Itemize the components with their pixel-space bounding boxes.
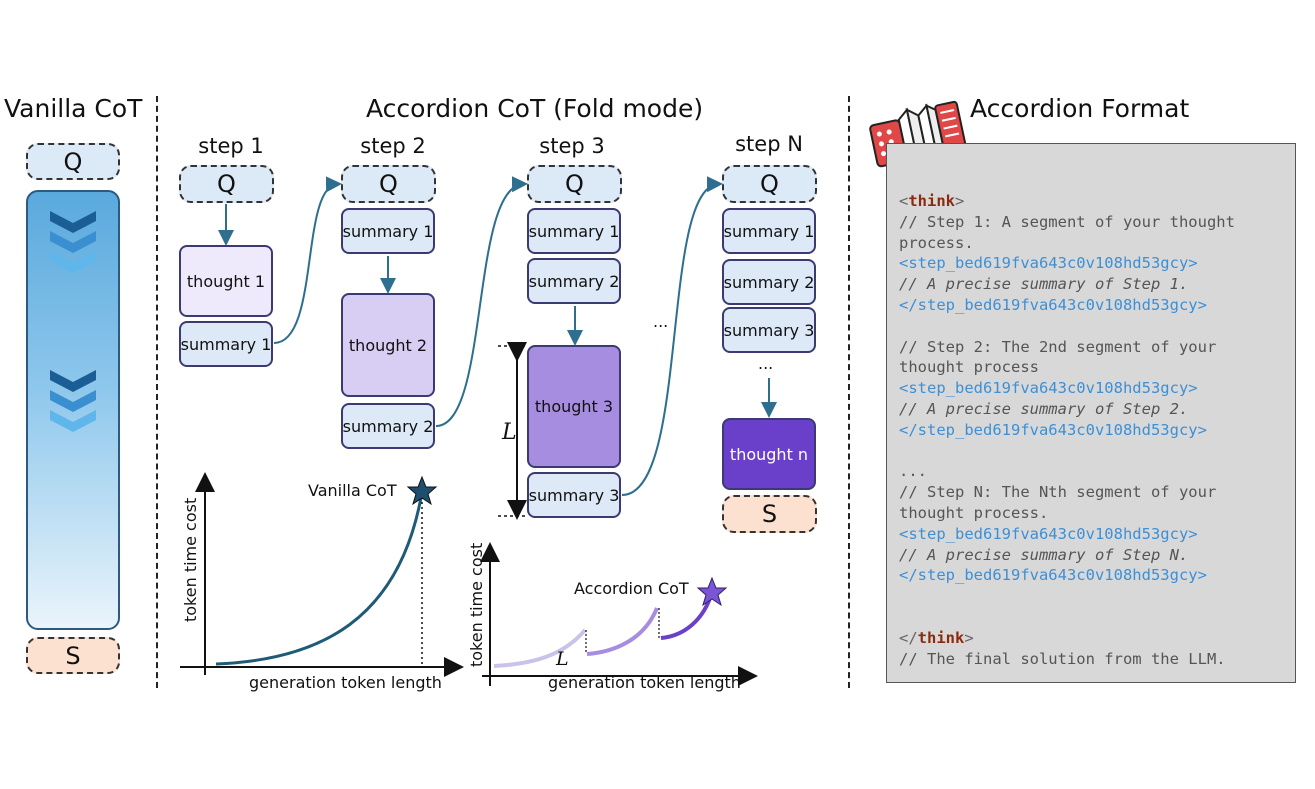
steps-ellipsis: ...	[653, 312, 669, 331]
vanilla-chart-xlabel: generation token length	[249, 673, 442, 692]
code-line-stepn-a: // Step N: The Nth segment of your	[899, 483, 1217, 502]
step3-summary2-box: summary 2	[527, 258, 621, 304]
code-line-step2-summary: // A precise summary of Step 2.	[899, 399, 1189, 418]
vanilla-chart-ylabel: token time cost	[181, 497, 200, 622]
accordion-star-icon	[696, 576, 728, 607]
stepn-summary2-box: summary 2	[722, 259, 816, 305]
code-line-step1-summary: // A precise summary of Step 1.	[899, 275, 1189, 294]
vanilla-cost-curve	[215, 491, 424, 666]
code-line-blank-1	[899, 316, 1295, 337]
code-line-think-close: </think>	[899, 628, 974, 647]
step2-q-box: Q	[341, 165, 436, 203]
code-line-step2-tag-open: <step_bed619fva643c0v108hd53gcy>	[899, 379, 1198, 398]
step-1-label: step 1	[198, 134, 264, 158]
code-line-step2-tag-close: </step_bed619fva643c0v108hd53gcy>	[899, 420, 1207, 439]
step3-thought-box: thought 3	[527, 345, 621, 468]
step1-summary-box: summary 1	[179, 321, 273, 367]
accordion-chart-segment-label: L	[556, 648, 569, 670]
code-line-blank-3	[899, 586, 1295, 607]
code-line-step1-tag-open: <step_bed619fva643c0v108hd53gcy>	[899, 254, 1198, 273]
curve-step2-to-step3	[435, 176, 528, 427]
vanilla-cost-chart	[180, 472, 464, 677]
code-line-dots: ...	[899, 462, 927, 481]
code-line-final: // The final solution from the LLM.	[899, 649, 1226, 668]
accordion-chart-annotation: Accordion CoT	[574, 579, 689, 598]
separator-right	[848, 96, 850, 688]
step2-thought-box: thought 2	[341, 293, 435, 397]
stepn-summary3-box: summary 3	[722, 307, 816, 353]
vanilla-star-icon	[406, 475, 438, 506]
code-line-stepn-tag-open: <step_bed619fva643c0v108hd53gcy>	[899, 524, 1198, 543]
accordion-cost-chart	[480, 542, 758, 686]
code-line-stepn-summary: // A precise summary of Step N.	[899, 545, 1189, 564]
code-line-stepn-b: thought process.	[899, 503, 1049, 522]
curve-step3-to-stepn	[621, 176, 723, 496]
stepn-ellipsis: ...	[758, 354, 774, 373]
separator-left	[156, 96, 158, 688]
step1-q-box: Q	[179, 165, 274, 203]
step3-summary3-box: summary 3	[527, 472, 621, 518]
step2-summary2-box: summary 2	[341, 403, 435, 449]
stepn-summary1-box: summary 1	[722, 208, 816, 254]
vanilla-chevrons-bottom-icon	[50, 370, 96, 432]
vanilla-chart-annotation: Vanilla CoT	[308, 481, 397, 500]
accordion-chart-xlabel: generation token length	[548, 673, 741, 692]
accordion-format-code-panel: <think> // Step 1: A segment of your tho…	[886, 143, 1296, 683]
code-line-step2-b: thought process	[899, 358, 1039, 377]
stepn-q-box: Q	[722, 165, 817, 203]
code-line-stepn-tag-close: </step_bed619fva643c0v108hd53gcy>	[899, 566, 1207, 585]
code-line-blank-2	[899, 441, 1295, 462]
code-line-blank-4	[899, 607, 1295, 628]
step-n-label: step N	[735, 132, 803, 156]
vanilla-chevrons-top-icon	[50, 211, 96, 273]
step3-summary1-box: summary 1	[527, 208, 621, 254]
step-3-label: step 3	[539, 134, 605, 158]
stepn-s-box: S	[722, 495, 817, 533]
accordion-segment-2	[586, 607, 659, 656]
accordion-format-title: Accordion Format	[970, 94, 1190, 123]
accordion-chart-ylabel: token time cost	[467, 542, 486, 667]
vanilla-q-box: Q	[26, 143, 120, 180]
code-line-step2-a: // Step 2: The 2nd segment of your	[899, 337, 1217, 356]
code-line-step1-tag-close: </step_bed619fva643c0v108hd53gcy>	[899, 295, 1207, 314]
step-2-label: step 2	[360, 134, 426, 158]
vanilla-s-box: S	[26, 637, 120, 674]
step1-thought-box: thought 1	[179, 245, 273, 317]
step3-q-box: Q	[527, 165, 622, 203]
curve-step1-to-step2	[273, 176, 342, 344]
stepn-thought-box: thought n	[722, 418, 816, 490]
accordion-segment-1	[493, 628, 587, 668]
code-line-step1-a: // Step 1: A segment of your thought	[899, 212, 1235, 231]
vanilla-cot-title: Vanilla CoT	[4, 94, 143, 123]
code-line-think-open: <think>	[899, 192, 965, 210]
step2-summary1-box: summary 1	[341, 208, 435, 254]
code-line-step1-b: process.	[899, 233, 974, 252]
accordion-cot-title: Accordion CoT (Fold mode)	[366, 94, 704, 123]
